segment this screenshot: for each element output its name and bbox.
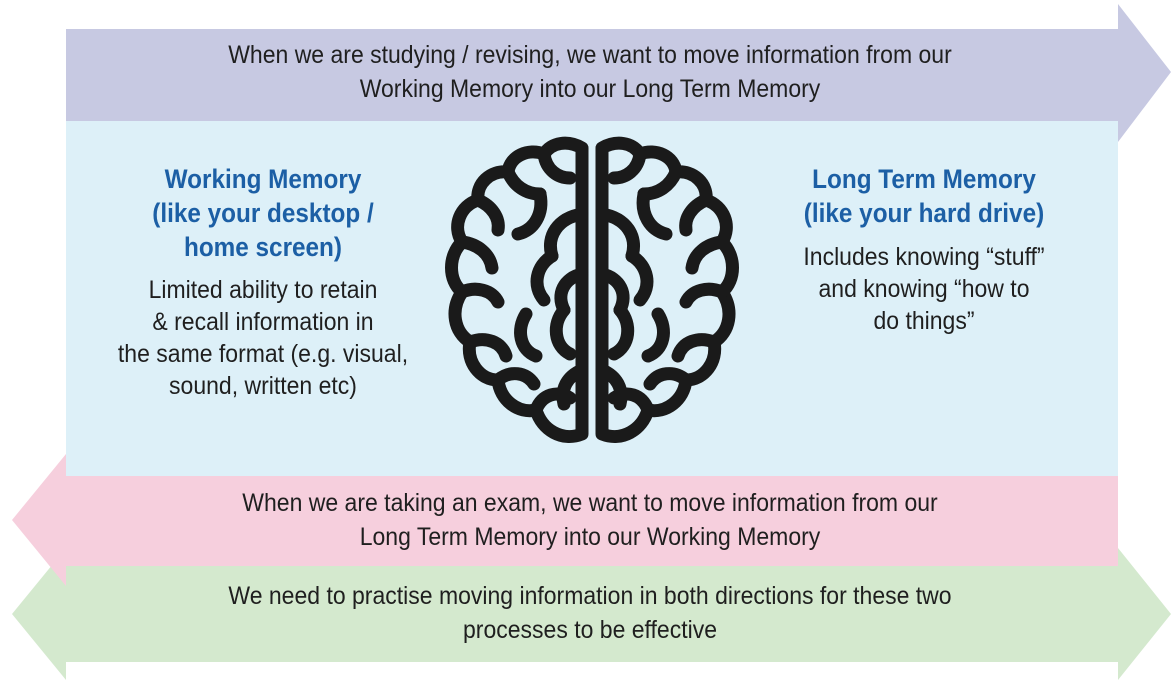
long-term-memory-column: Long Term Memory (like your hard drive) … [748, 162, 1100, 337]
long-term-memory-desc-line3: do things” [873, 307, 975, 335]
working-memory-desc-line1: Limited ability to retain [148, 276, 378, 304]
practice-banner-text: We need to practise moving information i… [130, 579, 1050, 647]
working-memory-desc-line3: the same format (e.g. visual, [117, 340, 409, 368]
exam-banner-text: When we are taking an exam, we want to m… [130, 486, 1050, 554]
practice-banner-line2: processes to be effective [462, 616, 718, 644]
exam-banner-line2: Long Term Memory into our Working Memory [359, 523, 821, 551]
long-term-memory-subtitle: (like your hard drive) [803, 198, 1045, 228]
long-term-memory-title: Long Term Memory [812, 164, 1036, 194]
working-memory-subtitle-1: (like your desktop / [152, 198, 374, 228]
working-memory-description: Limited ability to retain & recall infor… [102, 274, 424, 402]
study-banner-line2: Working Memory into our Long Term Memory [359, 75, 821, 103]
practice-double-arrow [12, 548, 1171, 680]
working-memory-subtitle-2: home screen) [183, 232, 343, 262]
brain-icon [440, 134, 744, 458]
long-term-memory-description: Includes knowing “stuff” and knowing “ho… [762, 241, 1086, 337]
long-term-memory-desc-line2: and knowing “how to [818, 275, 1030, 303]
working-memory-desc-line2: & recall information in [152, 308, 374, 336]
study-banner-line1: When we are studying / revising, we want… [228, 41, 952, 69]
memory-panel [66, 121, 1118, 476]
study-right-arrow [66, 4, 1171, 142]
exam-left-arrow [12, 454, 1118, 586]
working-memory-desc-line4: sound, written etc) [169, 372, 357, 400]
practice-banner-line1: We need to practise moving information i… [228, 582, 952, 610]
long-term-memory-desc-line1: Includes knowing “stuff” [803, 243, 1045, 271]
long-term-memory-heading: Long Term Memory (like your hard drive) [766, 162, 1083, 230]
working-memory-title: Working Memory [164, 164, 362, 194]
exam-banner-line1: When we are taking an exam, we want to m… [242, 489, 938, 517]
study-banner-text: When we are studying / revising, we want… [130, 38, 1050, 106]
working-memory-column: Working Memory (like your desktop / home… [88, 162, 438, 402]
working-memory-heading: Working Memory (like your desktop / home… [106, 162, 421, 264]
